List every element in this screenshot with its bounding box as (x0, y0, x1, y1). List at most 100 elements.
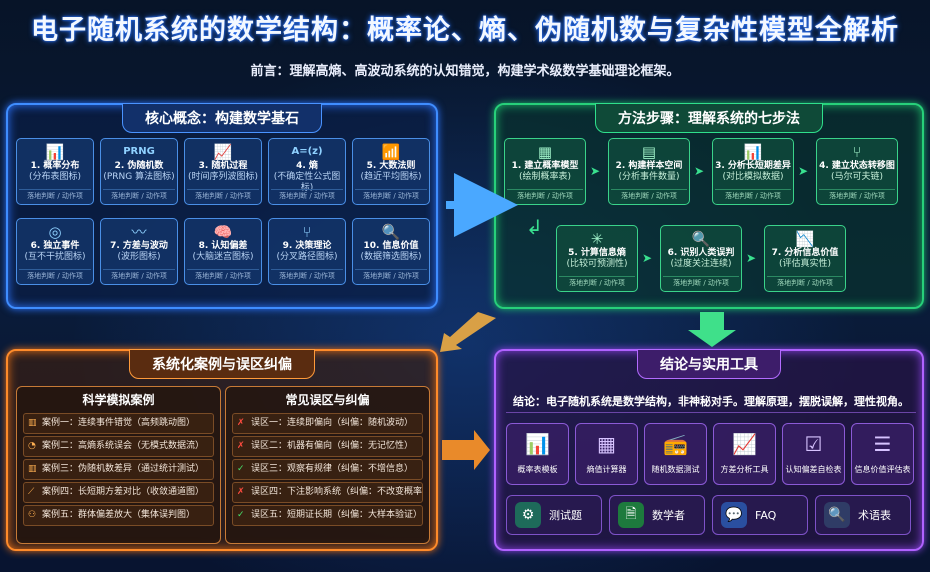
core-concept-tile[interactable]: 🧠8. 认知偏差(大脑迷宫图标)落地判断 / 动作项 (184, 218, 262, 285)
concept-label: 5. 大数法则 (366, 161, 416, 171)
simulation-cases-box: 科学模拟案例 ▥案例一：连续事件错觉（高频跳动图）◔案例二：高熵系统误会（无模式… (16, 386, 221, 544)
method-step-tile[interactable]: 🔍6. 识别人类误判(过度关注连续)落地判断 / 动作项 (660, 225, 742, 292)
resource-icon: 💬 (721, 502, 747, 528)
simulation-case-row[interactable]: ▥案例一：连续事件错觉（高频跳动图） (23, 413, 214, 434)
method-step-tile[interactable]: ▤2. 构建样本空间(分析事件数量)落地判断 / 动作项 (608, 138, 690, 205)
method-step-tile[interactable]: 📉7. 分析信息价值(评估真实性)落地判断 / 动作项 (764, 225, 846, 292)
tool-card[interactable]: ☰ 信息价值评估表 (851, 423, 914, 485)
case-text: 案例四：长短期方差对比（收敛通道图） (42, 487, 205, 497)
core-concept-tile[interactable]: 📊1. 概率分布(分布表图标)落地判断 / 动作项 (16, 138, 94, 205)
cases-panel-title: 系统化案例与误区纠偏 (129, 349, 315, 379)
tool-card[interactable]: ☑认知偏差自检表 (782, 423, 845, 485)
tool-icon: 📊 (525, 432, 550, 456)
concept-label: 10. 信息价值 (363, 241, 419, 251)
simulation-case-row[interactable]: ⟋案例四：长短期方差对比（收敛通道图） (23, 482, 214, 503)
misconception-row[interactable]: ✓误区三：观察有规律（纠偏：不增信息） (232, 459, 423, 480)
step-arrow-icon: ➤ (642, 251, 653, 265)
check-icon: ✓ (237, 510, 245, 520)
step-icon: 🔍 (691, 230, 711, 248)
misconception-row[interactable]: ✓ 误区五：短期证长期（纠偏：大样本验证） (232, 505, 423, 526)
method-step-tile[interactable]: 📊3. 分析长短期差异(对比模拟数据)落地判断 / 动作项 (712, 138, 794, 205)
resource-button[interactable]: 💬 FAQ (712, 495, 808, 535)
step-tag: 落地判断 / 动作项 (507, 189, 583, 202)
step-arrow-icon: ➤ (590, 164, 601, 178)
core-concept-tile[interactable]: A=(z)4. 熵(不确定性公式图标)落地判断 / 动作项 (268, 138, 346, 205)
tool-card[interactable]: 📊概率表模板 (506, 423, 569, 485)
misconceptions-title: 常见误区与纠偏 (285, 393, 370, 407)
misconception-row[interactable]: ✗误区一：连续即偏向（纠偏：随机波动） (232, 413, 423, 434)
concept-icon: 📈 (213, 143, 233, 161)
step-icon: 📊 (743, 143, 763, 161)
resource-label: FAQ (755, 508, 777, 522)
step-tag: 落地判断 / 动作项 (663, 276, 739, 289)
tool-label: 信息价值评估表 (854, 465, 911, 474)
concept-icon: 🧠 (213, 223, 233, 241)
cross-icon: ✗ (237, 418, 245, 428)
arrow-down-icon (688, 312, 736, 347)
method-step-tile[interactable]: ✳5. 计算信息熵(比较可预测性)落地判断 / 动作项 (556, 225, 638, 292)
concept-label: 3. 随机过程 (198, 161, 248, 171)
step-tag: 落地判断 / 动作项 (767, 276, 843, 289)
tool-card[interactable]: 📻随机数据测试 (644, 423, 707, 485)
tool-icon: ▦ (597, 432, 616, 456)
core-concept-tile[interactable]: 📈3. 随机过程(时间序列波图标)落地判断 / 动作项 (184, 138, 262, 205)
page-title: 电子随机系统的数学结构：概率论、熵、伪随机数与复杂性模型全解析 (31, 15, 899, 46)
conclusion-panel: 结论与实用工具 结论：电子随机系统是数学结构，非神秘对手。理解原理，摆脱误解，理… (494, 349, 924, 551)
concept-icon: PRNG (123, 146, 155, 157)
core-concept-tile[interactable]: ◎6. 独立事件(互不干扰图标)落地判断 / 动作项 (16, 218, 94, 285)
misconception-text: 误区四：下注影响系统（纠偏：不改变概率） (251, 487, 423, 497)
concept-sub: (趋近平均图标) (360, 172, 422, 182)
concept-sub: (波形图标) (117, 252, 161, 262)
tool-card[interactable]: 📈方差分析工具 (713, 423, 776, 485)
concept-tag: 落地判断 / 动作项 (187, 189, 259, 202)
misconception-row[interactable]: ✗误区二：机器有偏向（纠偏：无记忆性） (232, 436, 423, 457)
case-text: 案例二：高熵系统误会（无模式数据流） (42, 441, 205, 451)
step-icon: 📉 (795, 230, 815, 248)
method-step-tile[interactable]: ⑂4. 建立状态转移图(马尔可夫链)落地判断 / 动作项 (816, 138, 898, 205)
simulation-case-row[interactable]: ▥案例三：伪随机数差异（通过统计测试） (23, 459, 214, 480)
page-subtitle: 前言：理解高熵、高波动系统的认知错觉，构建学术级数学基础理论框架。 (250, 64, 680, 79)
resource-label: 术语表 (858, 509, 891, 522)
core-concept-tile[interactable]: 〰7. 方差与波动(波形图标)落地判断 / 动作项 (100, 218, 178, 285)
cases-panel: 系统化案例与误区纠偏 科学模拟案例 ▥案例一：连续事件错觉（高频跳动图）◔案例二… (6, 349, 438, 551)
tool-label: 随机数据测试 (651, 465, 700, 474)
resource-button[interactable]: ⚙测试题 (506, 495, 602, 535)
cross-icon: ✗ (237, 441, 245, 451)
concept-sub: (分布表图标) (28, 172, 82, 182)
step-icon: ⑂ (852, 143, 862, 161)
resource-button[interactable]: 🔍术语表 (815, 495, 911, 535)
tool-card[interactable]: ▦熵值计算器 (575, 423, 638, 485)
method-panel: 方法步骤：理解系统的七步法 ▦1. 建立概率模型(绘制概率表)落地判断 / 动作… (494, 103, 924, 309)
arrow-right-orange-icon (442, 430, 490, 470)
core-concept-tile[interactable]: 🔍10. 信息价值(数据筛选图标)落地判断 / 动作项 (352, 218, 430, 285)
core-concept-tile[interactable]: 📶5. 大数法则(趋近平均图标)落地判断 / 动作项 (352, 138, 430, 205)
concept-label: 2. 伪随机数 (114, 161, 164, 171)
concept-sub: (大脑迷宫图标) (192, 252, 254, 262)
concept-tag: 落地判断 / 动作项 (19, 269, 91, 282)
tool-icon: 📈 (732, 432, 757, 456)
core-concept-tile[interactable]: ⑂9. 决策理论(分叉路径图标)落地判断 / 动作项 (268, 218, 346, 285)
concept-sub: (数据筛选图标) (360, 252, 422, 262)
concept-icon: A=(z) (291, 146, 323, 157)
step-tag: 落地判断 / 动作项 (715, 189, 791, 202)
step-arrow-icon: ➤ (694, 164, 705, 178)
step-tag: 落地判断 / 动作项 (559, 276, 635, 289)
step-tag: 落地判断 / 动作项 (611, 189, 687, 202)
simulation-case-row[interactable]: ⚇案例五：群体偏差放大（集体误判图） (23, 505, 214, 526)
concept-sub: (不确定性公式图标) (273, 172, 341, 193)
tool-icon: ☑ (804, 432, 823, 456)
concept-label: 6. 独立事件 (30, 241, 80, 251)
case-icon: ▥ (28, 418, 37, 428)
simulation-cases-title: 科学模拟案例 (82, 393, 155, 407)
conclusion-text: 结论：电子随机系统是数学结构，非神秘对手。理解原理，摆脱误解，理性视角。 (506, 391, 916, 413)
concept-tag: 落地判断 / 动作项 (103, 189, 175, 202)
misconception-text: 误区五：短期证长期（纠偏：大样本验证） (251, 510, 423, 520)
resource-button[interactable]: 🗎数学者 (609, 495, 705, 535)
simulation-case-row[interactable]: ◔案例二：高熵系统误会（无模式数据流） (23, 436, 214, 457)
misconception-row[interactable]: ✗误区四：下注影响系统（纠偏：不改变概率） (232, 482, 423, 503)
step-sub: (对比模拟数据) (722, 172, 784, 182)
step-icon: ▤ (641, 143, 657, 161)
tool-icon: ☰ (873, 432, 892, 456)
